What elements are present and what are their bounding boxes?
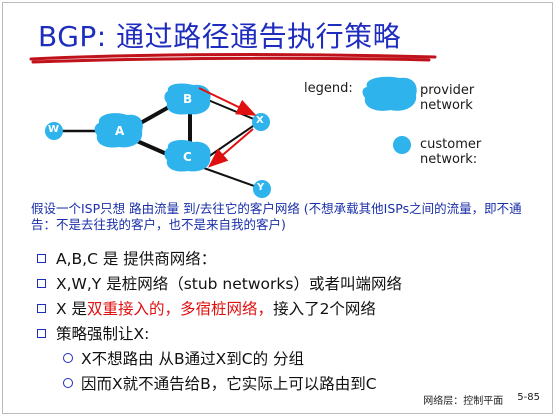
bgp-topology-diagram xyxy=(45,76,417,198)
ring-bullet-icon xyxy=(63,353,73,363)
ring-bullet-icon xyxy=(63,378,73,388)
bullet-item: A,B,C 是 提供商网络： xyxy=(37,247,216,269)
legend-provider-label: provider network xyxy=(420,83,475,113)
footer-page-number: 5-85 xyxy=(517,392,540,403)
node-label-b: B xyxy=(183,92,193,106)
sub-bullet-item: X不想路由 从B通过X到C的 分组 xyxy=(63,347,304,369)
legend-label: legend: xyxy=(304,81,353,96)
bullet-item: X,W,Y 是桩网络（stub networks）或者叫端网络 xyxy=(37,272,402,294)
route-arrow-b-to-x xyxy=(198,87,257,116)
bullet-item: X 是双重接入的，多宿桩网络，接入了2个网络 xyxy=(37,297,376,319)
stub-y xyxy=(253,180,271,198)
link-c-y xyxy=(200,166,258,188)
footer-section: 网络层：控制平面 xyxy=(423,396,504,407)
stub-w xyxy=(45,122,63,140)
link-a-b xyxy=(136,105,170,127)
link-b-x xyxy=(207,99,257,121)
cloud-c xyxy=(164,140,211,172)
link-c-x xyxy=(207,123,257,158)
square-bullet-icon xyxy=(37,253,46,263)
cloud-b xyxy=(164,83,211,115)
bullet-item: 策略强制让X: xyxy=(37,322,149,344)
title-underline xyxy=(29,53,437,64)
sub-bullet-item: 因而X就不通告给B，它实际上可以路由到C xyxy=(63,372,377,394)
slide-footer: 网络层：控制平面 5-85 xyxy=(423,392,540,407)
legend-customer-dot xyxy=(393,136,411,154)
policy-assumption-note: 假设一个ISP只想 路由流量 到/去往它的客户网络 (不想承载其他ISPs之间的… xyxy=(31,201,522,232)
link-a-c xyxy=(136,139,170,157)
slide: BGP: 通过路径通告执行策略 A B xyxy=(2,2,553,414)
blocked-route-arrows xyxy=(198,87,257,168)
node-label-a: A xyxy=(115,124,125,138)
node-label-y: Y xyxy=(257,182,265,193)
square-bullet-icon xyxy=(37,303,46,313)
legend-provider-cloud xyxy=(362,76,417,111)
node-label-w: W xyxy=(48,124,60,135)
cloud-a xyxy=(94,113,143,148)
highlighted-text: 双重接入的，多宿桩网络， xyxy=(87,300,274,318)
node-label-c: C xyxy=(183,150,192,164)
route-arrow-x-to-c xyxy=(207,128,254,168)
stub-x xyxy=(252,113,270,131)
links xyxy=(59,99,258,188)
node-label-x: X xyxy=(256,115,264,126)
square-bullet-icon xyxy=(37,278,46,288)
square-bullet-icon xyxy=(37,328,46,338)
page-title: BGP: 通过路径通告执行策略 xyxy=(38,20,402,53)
legend-customer-label: customer network: xyxy=(420,137,482,167)
